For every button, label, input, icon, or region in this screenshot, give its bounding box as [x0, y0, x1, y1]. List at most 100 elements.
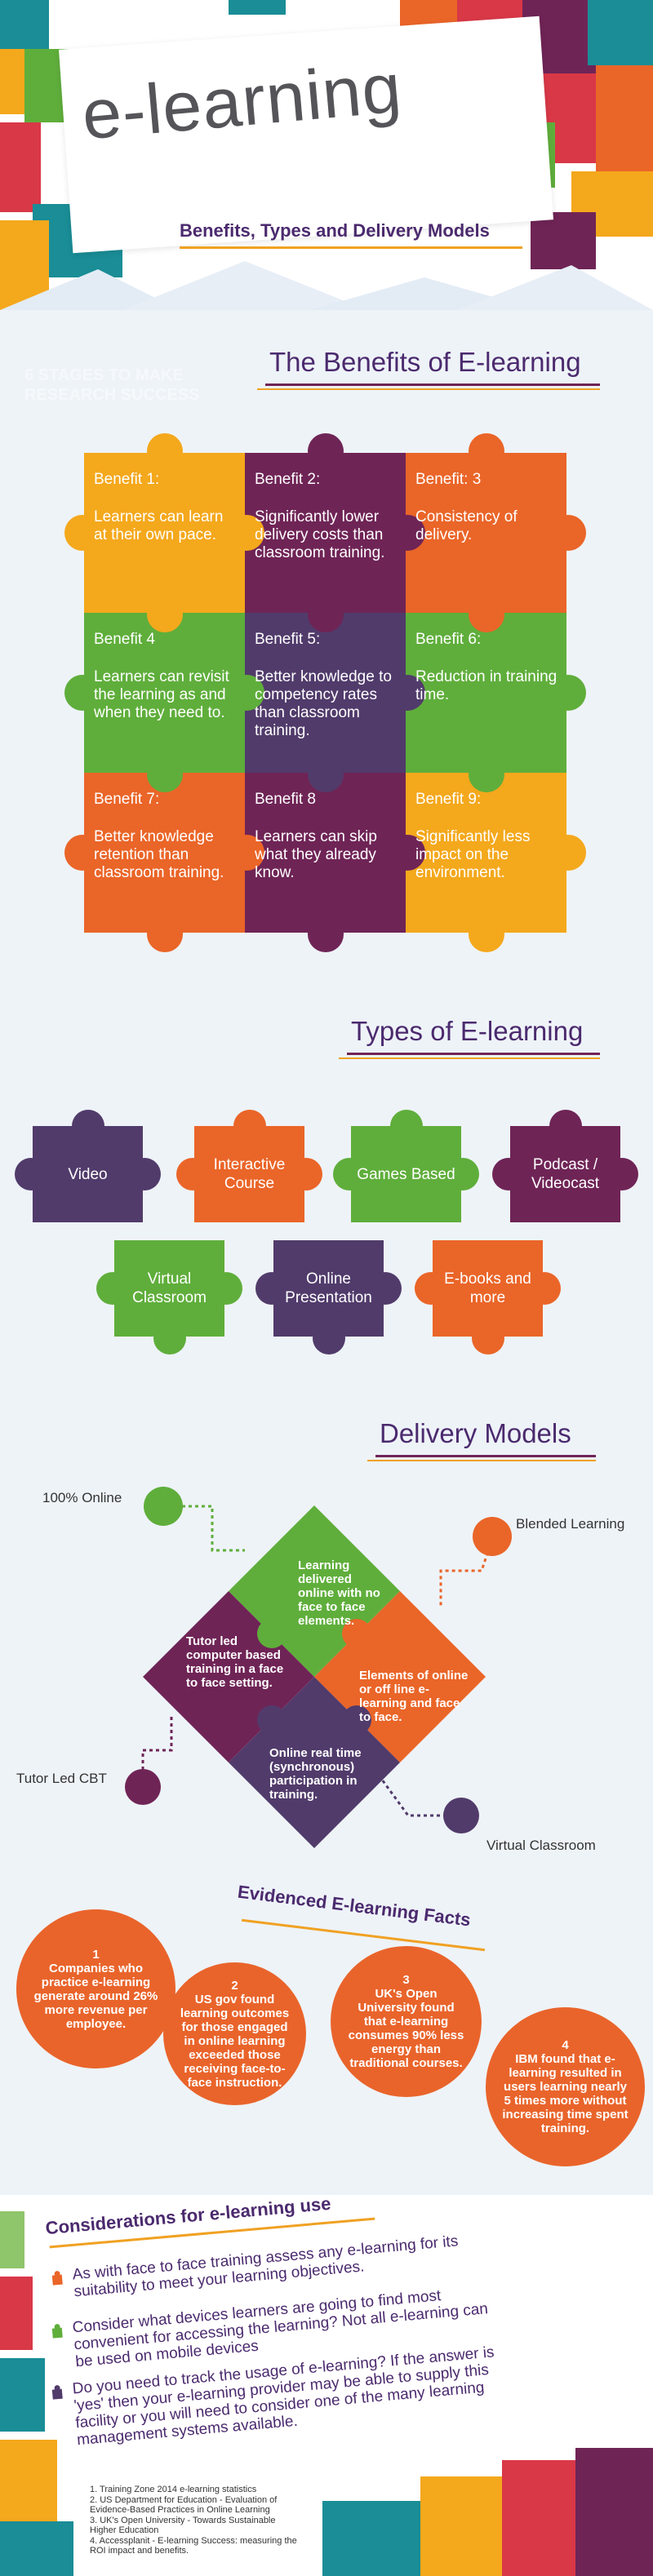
- puzzle-knob: [64, 515, 100, 551]
- benefit-piece: [245, 613, 406, 773]
- type-piece: Podcast / Videocast: [510, 1126, 620, 1222]
- puzzle-knob: [389, 675, 425, 711]
- puzzle-bullet-icon: [50, 2384, 66, 2402]
- online-connector: [175, 1505, 245, 1552]
- decor-piece: [596, 65, 653, 171]
- benefit-piece: [84, 613, 245, 773]
- benefit-label: Benefit 9:: [415, 791, 482, 808]
- fact-number: 4: [562, 2038, 569, 2052]
- types-heading: Types of E-learning: [351, 1016, 584, 1046]
- type-piece: Video: [33, 1126, 143, 1222]
- label-tutor: Tutor Led CBT: [16, 1771, 107, 1786]
- benefit-label: Benefit 2:: [255, 471, 321, 488]
- decor-piece: [0, 2211, 24, 2268]
- benefit-piece: [245, 773, 406, 933]
- benefits-heading-underline: [265, 384, 600, 386]
- considerations-list: As with face to face training assess any…: [49, 2232, 539, 2456]
- benefit-label: Benefit 6:: [415, 631, 482, 648]
- puzzle-knob: [307, 596, 344, 632]
- type-label: Online Presentation: [285, 1270, 372, 1306]
- source-item: 3. UK's Open University - Towards Sustai…: [90, 2516, 276, 2535]
- benefit-label: Benefit 1:: [94, 471, 160, 488]
- puzzle-knob: [64, 675, 100, 711]
- benefit-text: Better knowledge to competency rates tha…: [255, 668, 392, 739]
- types-heading-underline2: [339, 1057, 600, 1059]
- puzzle-knob: [307, 756, 344, 792]
- desc-virtual: Online real time (synchronous) participa…: [269, 1746, 362, 1802]
- decor-piece: [0, 2277, 33, 2350]
- puzzle-knob: [550, 835, 586, 871]
- virtual-connector: [374, 1770, 453, 1817]
- type-piece: Interactive Course: [194, 1126, 304, 1222]
- puzzle-bullet-icon: [50, 2270, 66, 2288]
- benefit-label: Benefit 7:: [94, 791, 160, 808]
- desc-online: Learning delivered online with no face t…: [298, 1558, 380, 1628]
- delivery-heading: Delivery Models: [380, 1418, 571, 1448]
- type-label: Video: [68, 1165, 108, 1183]
- puzzle-knob: [229, 675, 264, 711]
- puzzle-knob: [64, 835, 100, 871]
- desc-blended: Elements of online or off line e-learnin…: [359, 1669, 469, 1724]
- benefits-heading: The Benefits of E-learning: [269, 347, 581, 377]
- fact-number: 2: [231, 1978, 238, 1993]
- puzzle-knob: [229, 835, 264, 871]
- puzzle-knob: [146, 916, 183, 952]
- desc-tutor: Tutor led computer based training in a f…: [186, 1634, 284, 1690]
- benefit-text: Significantly lower delivery costs than …: [255, 508, 385, 561]
- type-piece: Games Based: [351, 1126, 461, 1222]
- decor-piece: [322, 2501, 420, 2576]
- benefit-text: Learners can skip what they already know…: [255, 828, 377, 881]
- subtitle-underline: [180, 246, 522, 249]
- puzzle-knob: [146, 433, 183, 469]
- puzzle-knob: [550, 515, 586, 551]
- decor-piece: [0, 2521, 73, 2576]
- puzzle-knob: [307, 433, 344, 469]
- puzzle-knob: [146, 756, 183, 792]
- fact-text: Companies who practice e-learning genera…: [33, 1961, 158, 2031]
- benefit-label: Benefit: 3: [415, 471, 482, 488]
- benefit-piece: [406, 613, 566, 773]
- decor-piece: [575, 2448, 653, 2576]
- puzzle-knob: [389, 515, 425, 551]
- fact-text: UK's Open University found that e-learni…: [348, 1987, 464, 2070]
- page-subtitle: Benefits, Types and Delivery Models: [180, 220, 490, 241]
- type-piece: E-books and more: [433, 1240, 543, 1337]
- type-label: Games Based: [357, 1165, 455, 1183]
- puzzle-knob: [468, 916, 504, 952]
- decor-piece: [502, 2460, 575, 2576]
- diamond-knob: [257, 1705, 287, 1735]
- label-blended: Blended Learning: [516, 1516, 625, 1532]
- types-area: Video Interactive Course Games Based Podcas…: [0, 1110, 653, 1387]
- puzzle-knob: [229, 515, 264, 551]
- decor-piece: [0, 122, 41, 212]
- online-dot: [144, 1487, 183, 1526]
- benefit-piece: [406, 453, 566, 613]
- benefit-label: Benefit 4: [94, 631, 155, 648]
- decor-piece: [0, 2358, 45, 2432]
- puzzle-knob: [468, 596, 504, 632]
- type-piece: Online Presentation: [273, 1240, 384, 1337]
- benefit-label: Benefit 5:: [255, 631, 321, 648]
- type-label: E-books and more: [444, 1270, 531, 1306]
- tutor-dot: [125, 1769, 161, 1805]
- delivery-heading-underline2: [367, 1460, 596, 1461]
- benefit-text: Better knowledge retention than classroo…: [94, 828, 224, 881]
- benefit-piece: [84, 773, 245, 933]
- type-label: Interactive Course: [213, 1156, 286, 1192]
- delivery-heading-underline: [375, 1455, 596, 1457]
- benefit-label: Benefit 8: [255, 791, 316, 808]
- benefit-piece: [84, 453, 245, 613]
- label-online: 100% Online: [42, 1490, 122, 1505]
- tutor-connector: [141, 1714, 173, 1783]
- benefit-text: Reduction in training time.: [415, 668, 557, 703]
- benefit-text: Learners can revisit the learning as and…: [94, 668, 229, 721]
- source-item: 1. Training Zone 2014 e-learning statist…: [90, 2485, 257, 2494]
- puzzle-knob: [468, 433, 504, 469]
- puzzle-knob: [389, 835, 425, 871]
- benefits-ghost-text: 6 STAGES TO MAKE RESEARCH SUCCESS: [24, 366, 200, 404]
